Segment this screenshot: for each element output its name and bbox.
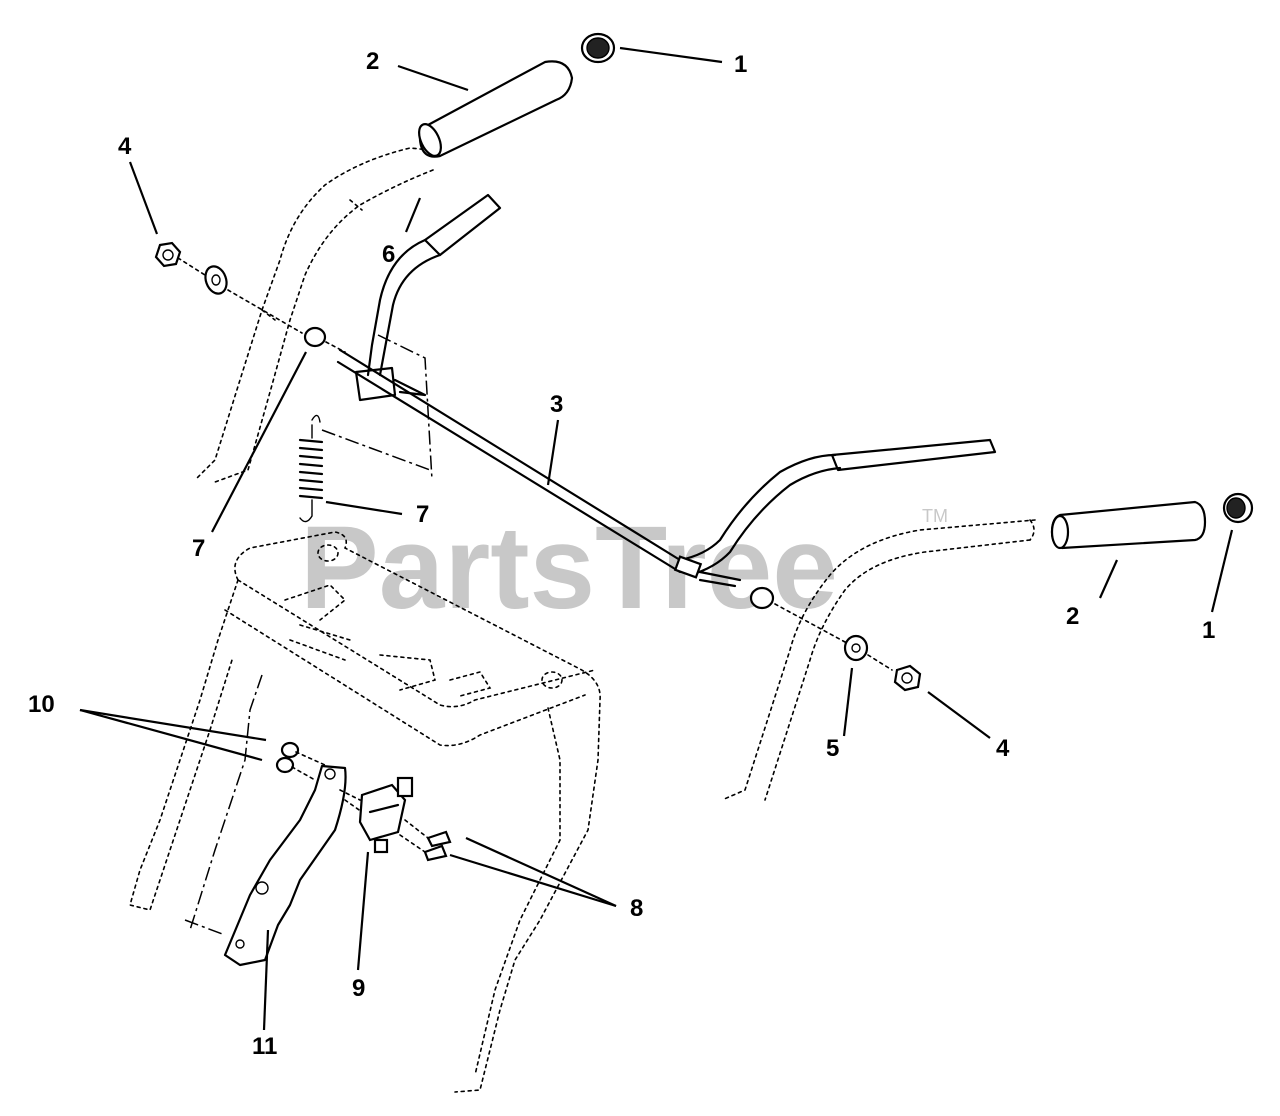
callout-6: 6 bbox=[382, 241, 395, 268]
grip-top bbox=[418, 60, 574, 158]
flat-washer-left bbox=[204, 265, 228, 295]
end-cap-right bbox=[1222, 492, 1254, 524]
right-upper-handle-phantom bbox=[721, 519, 1036, 801]
callout-10: 10 bbox=[28, 691, 55, 718]
callout-11: 11 bbox=[252, 1033, 277, 1060]
mounting-bracket bbox=[223, 764, 347, 967]
bushing-right bbox=[749, 586, 775, 610]
hex-nut-right bbox=[893, 664, 922, 692]
bracket-nuts bbox=[275, 741, 326, 781]
callout-4-right: 4 bbox=[996, 735, 1010, 762]
switch-screws bbox=[399, 819, 452, 862]
grip-right bbox=[1050, 500, 1207, 550]
left-hardware bbox=[154, 241, 346, 353]
interlock-switch bbox=[339, 776, 414, 854]
left-upper-handle-phantom bbox=[194, 147, 434, 483]
leader-lines bbox=[79, 46, 1234, 1031]
bushing-left bbox=[303, 326, 327, 348]
flat-washer-right bbox=[843, 634, 869, 662]
extension-spring bbox=[298, 414, 431, 523]
callout-1-top: 1 bbox=[734, 51, 747, 78]
handle-shaft bbox=[336, 348, 997, 588]
right-hardware bbox=[749, 586, 922, 692]
end-cap-top bbox=[580, 32, 616, 64]
callout-1-right: 1 bbox=[1202, 617, 1215, 644]
watermark-trademark: TM bbox=[922, 506, 948, 526]
callout-7-spring: 7 bbox=[416, 501, 429, 528]
callout-7-left: 7 bbox=[192, 535, 205, 562]
callout-8: 8 bbox=[630, 895, 643, 922]
callout-9: 9 bbox=[352, 975, 365, 1002]
hex-nut-left bbox=[154, 241, 182, 268]
callout-labels: 1 2 4 6 3 7 7 2 1 5 4 10 8 9 11 bbox=[28, 48, 1215, 1060]
control-lever-left bbox=[354, 193, 502, 481]
callout-2-right: 2 bbox=[1066, 603, 1079, 630]
lower-handle-frame-phantom bbox=[129, 531, 601, 1093]
callout-4-left: 4 bbox=[118, 133, 132, 160]
callout-3: 3 bbox=[550, 391, 563, 418]
callout-2-top: 2 bbox=[366, 48, 379, 75]
watermark: PartsTree TM bbox=[300, 502, 948, 634]
watermark-text: PartsTree bbox=[300, 502, 838, 634]
callout-5: 5 bbox=[826, 735, 839, 762]
